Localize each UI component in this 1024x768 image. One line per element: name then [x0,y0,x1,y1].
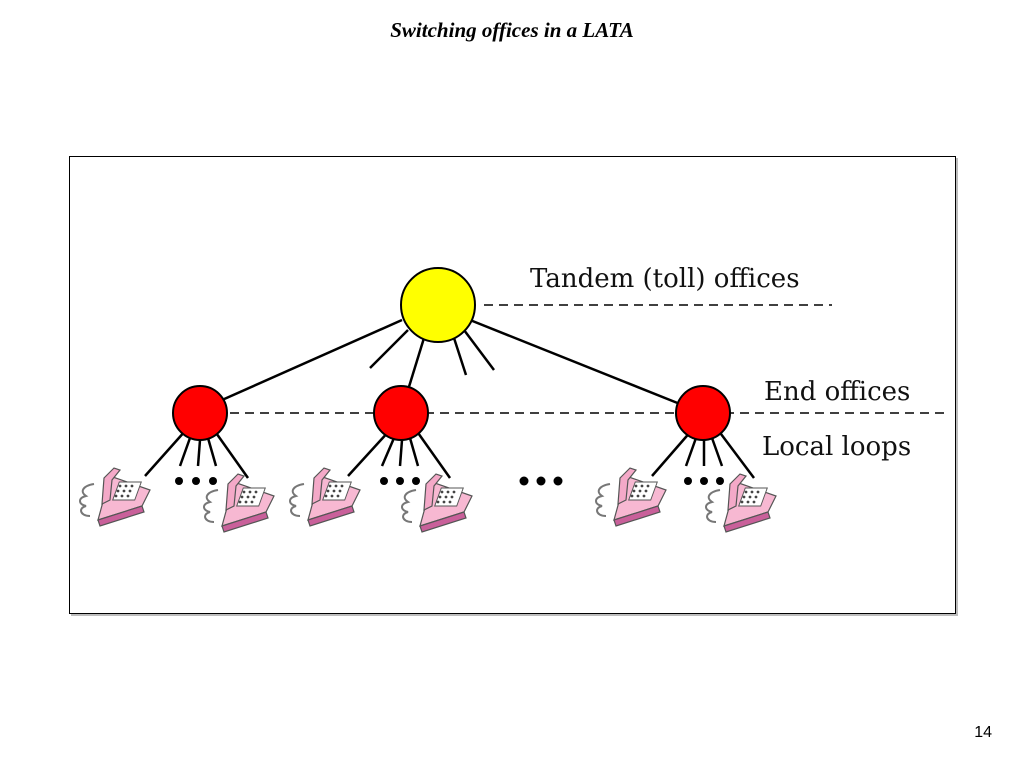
page-number: 14 [974,724,992,741]
ellipsis-dots [684,477,724,485]
local-loop [398,439,404,467]
local-loop [178,437,192,467]
local-loop [206,437,218,467]
end-office-node-3 [675,385,731,441]
local-loop [414,429,452,479]
telephone-icon [289,467,361,527]
end-offices-label: End offices [764,377,910,407]
link-tandem-end-2 [406,337,426,391]
local-loop [717,429,755,479]
tandem-office-node [400,267,476,343]
local-loop [408,437,420,467]
local-loop [212,429,250,479]
end-office-node-2 [373,385,429,441]
local-loop [380,437,396,467]
local-loop [347,429,391,477]
link-tandem-stub-1 [369,329,409,369]
local-loop [196,439,202,467]
end-office-node-1 [172,385,228,441]
tandem-offices-label: Tandem (toll) offices [530,264,800,294]
ellipsis-dots [380,477,420,485]
link-tandem-end-1 [221,318,403,402]
telephone-icon [79,467,151,527]
local-loop [710,437,724,467]
slide-title: Switching offices in a LATA [390,18,634,42]
local-loop [651,429,693,477]
diagram-frame [69,156,956,614]
local-loops-label: Local loops [762,432,911,462]
link-tandem-stub-2 [452,337,468,376]
local-loop [684,437,698,467]
telephone-icon [595,467,667,527]
ellipsis-dots [519,476,563,486]
link-tandem-stub-3 [463,329,495,371]
ellipsis-dots [175,477,217,485]
local-loop [144,429,187,477]
link-tandem-end-3 [469,318,681,406]
